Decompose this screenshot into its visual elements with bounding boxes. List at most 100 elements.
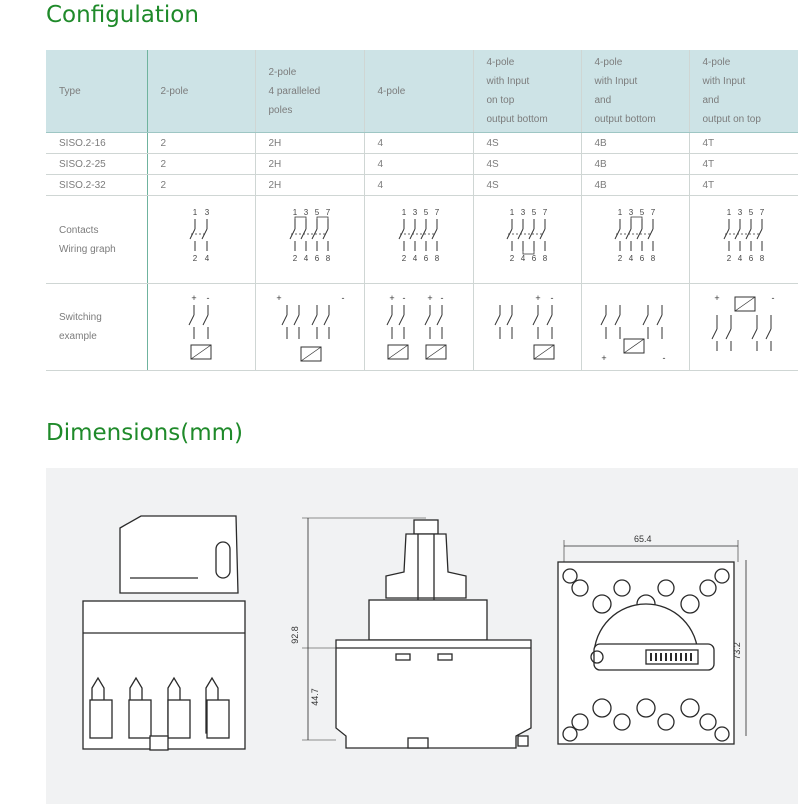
dimension-width: 65.4: [634, 534, 652, 544]
minus-sign: -: [402, 293, 405, 303]
terminal-label: 1: [292, 208, 297, 217]
row-cell: 4B: [580, 174, 689, 196]
pv-diagonal: [734, 296, 755, 312]
switch-blade: [725, 328, 732, 340]
row-cell: 4: [363, 153, 473, 175]
terminal-label: 5: [640, 208, 645, 217]
pv-diagonal: [623, 338, 645, 354]
switching-2pole: +-: [146, 283, 255, 371]
switch-blade: [546, 314, 553, 326]
dimension-drawings: [82, 515, 747, 751]
terminal-label: 2: [292, 254, 297, 263]
row-cell: 4B: [580, 132, 689, 154]
terminal-label: 8: [543, 254, 548, 263]
contact-blade: [647, 228, 654, 239]
terminal-label: 8: [434, 254, 439, 263]
header-2pole-paralleled: 2-pole 4 paralleled poles: [254, 50, 364, 133]
terminal-label: 6: [640, 254, 645, 263]
row-cell: 4: [363, 132, 473, 154]
switching-4t: +-: [688, 283, 798, 371]
terminal-label: 1: [727, 208, 732, 217]
dimensions-heading: Dimensions(mm): [46, 420, 243, 446]
minus-sign: -: [207, 293, 210, 303]
configuration-table: Type 2-pole 2-pole 4 paralleled poles 4-…: [46, 50, 798, 371]
terminal-label: 2: [401, 254, 406, 263]
bridge: [522, 250, 535, 254]
terminal-label: 8: [760, 254, 765, 263]
minus-sign: -: [341, 293, 344, 303]
front-view-drawing: [557, 540, 747, 745]
row-cell: 4: [363, 174, 473, 196]
contact-blade: [431, 228, 437, 239]
terminal-label: 5: [423, 208, 428, 217]
row-cell: 2: [146, 174, 255, 196]
bridge: [630, 216, 643, 219]
switching-example-4s: +-: [494, 293, 555, 360]
pv-diagonal: [300, 346, 321, 362]
contact-blade: [745, 228, 752, 239]
pv-diagonal: [425, 344, 446, 360]
terminal-label: 7: [651, 208, 656, 217]
row-cell: 4T: [688, 153, 798, 175]
row-type: SISO.2-16: [46, 132, 148, 154]
table-row: SISO.2-25 2 2H 4 4S 4B 4T: [46, 153, 798, 175]
row-cell: 2: [146, 132, 255, 154]
terminal-label: 8: [651, 254, 656, 263]
terminal-label: 2: [618, 254, 623, 263]
terminal-label: 6: [314, 254, 319, 263]
contact-blade: [420, 228, 426, 239]
switching-example-4pole: +-+-: [386, 293, 446, 360]
terminal-label: 5: [314, 208, 319, 217]
contact-blade: [311, 228, 317, 239]
switching-label: Switching example: [46, 283, 148, 371]
minus-sign: -: [551, 293, 554, 303]
row-cell: 4S: [472, 174, 581, 196]
switching-example-2h: +-: [276, 293, 344, 362]
switch-blade: [506, 314, 513, 326]
minus-sign: -: [771, 293, 774, 303]
terminal-label: 2: [193, 254, 198, 263]
row-cell: 2H: [254, 132, 364, 154]
terminal-label: 6: [423, 254, 428, 263]
dimension-height-total: 92.8: [289, 626, 300, 644]
terminal-label: 4: [521, 254, 526, 263]
table-row: SISO.2-32 2 2H 4 4S 4B 4T: [46, 174, 798, 196]
switch-blade: [494, 314, 501, 326]
switching-example-4b: +-: [600, 305, 666, 363]
terminal-label: 5: [532, 208, 537, 217]
row-type: SISO.2-25: [46, 153, 148, 175]
row-cell: 4T: [688, 132, 798, 154]
terminal-label: 1: [618, 208, 623, 217]
terminal-label: 1: [401, 208, 406, 217]
terminal-label: 1: [193, 208, 198, 217]
plus-sign: +: [191, 293, 196, 303]
switch-blade: [642, 314, 649, 326]
bridge: [294, 216, 306, 219]
contact-blade: [539, 228, 546, 239]
switch-blade: [656, 314, 663, 326]
minus-sign: -: [663, 353, 666, 363]
switch-blade: [614, 314, 621, 326]
switching-4pole: +-+-: [363, 283, 473, 371]
side-view-drawing: [82, 515, 246, 751]
switch-blade: [765, 328, 772, 340]
switch-blade: [323, 314, 329, 326]
switch-blade: [281, 314, 287, 326]
contact-blade: [528, 228, 535, 239]
pv-diagonal: [387, 344, 408, 360]
switch-blade: [711, 328, 718, 340]
switching-2h: +-: [254, 283, 364, 371]
row-cell: 4S: [472, 132, 581, 154]
front-view-ticks: [650, 653, 692, 661]
terminal-label: 7: [325, 208, 330, 217]
row-cell: 2: [146, 153, 255, 175]
terminal-label: 4: [205, 254, 210, 263]
